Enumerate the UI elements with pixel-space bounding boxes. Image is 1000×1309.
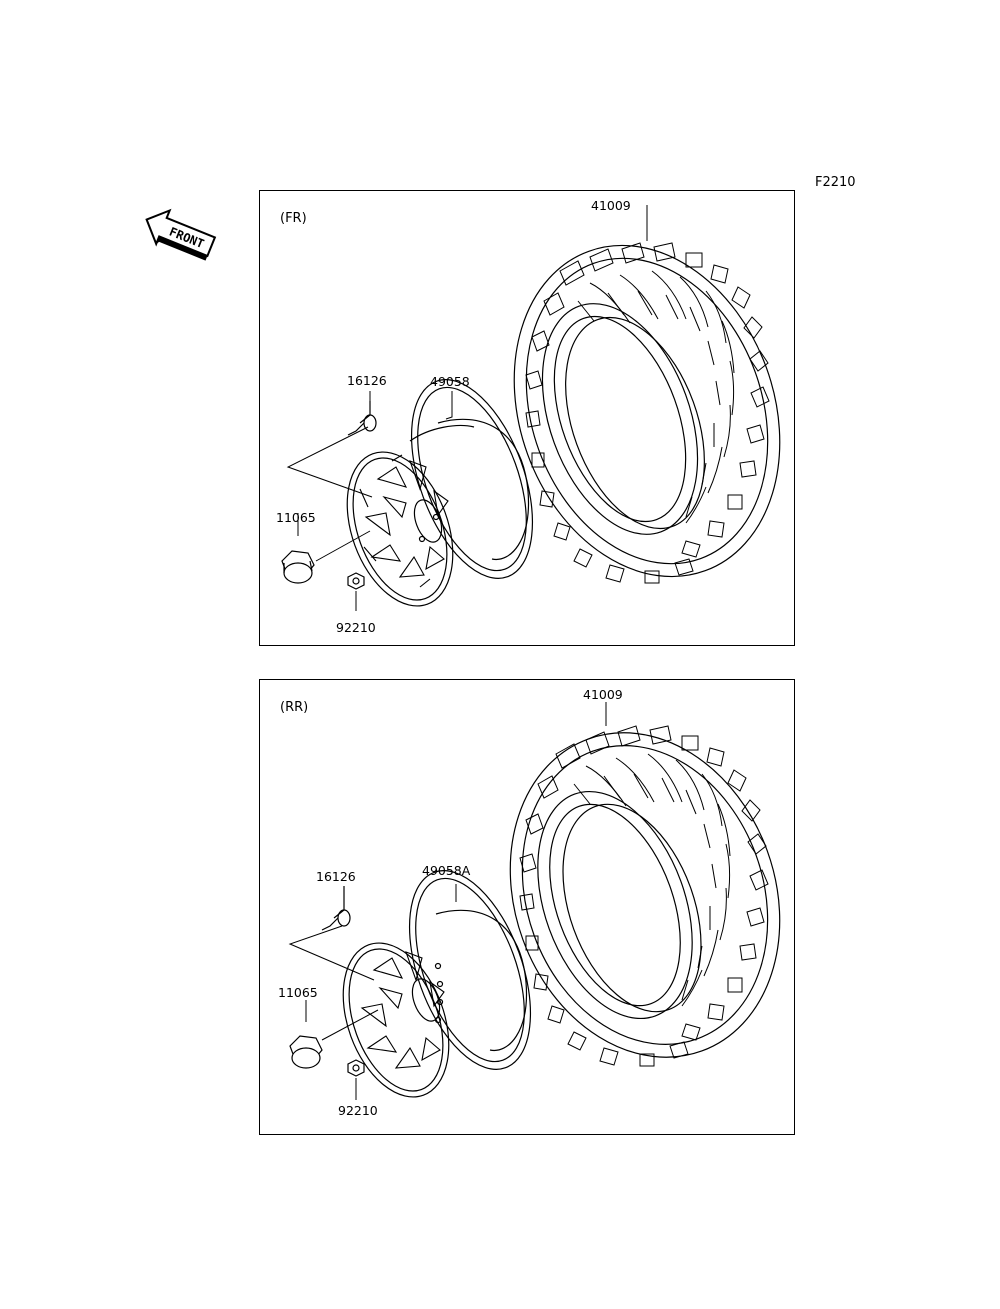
rear-wheel-drawing (288, 702, 781, 1100)
cap-drawing (281, 550, 315, 584)
part-label-nut: 92210 (338, 1103, 378, 1118)
part-label-cap: 11065 (276, 510, 316, 525)
front-wheel-drawing (281, 205, 781, 611)
front-arrow-icon: FRONT (145, 208, 217, 261)
wheel-drawing (342, 870, 532, 1098)
panel-tag-rear: (RR) (280, 700, 309, 715)
part-label-cap: 11065 (278, 985, 318, 1000)
front-wheel-panel: (FR) (259, 190, 795, 646)
part-label-valve: 16126 (347, 373, 387, 388)
cap-drawing (289, 1035, 323, 1069)
valve-drawing (321, 886, 351, 931)
valve-drawing (347, 401, 377, 436)
rear-wheel-panel: (RR) (259, 679, 795, 1135)
part-label-valve: 16126 (316, 869, 356, 884)
part-label-tire: 41009 (583, 687, 623, 702)
part-label-wheel: 49058A (422, 863, 471, 878)
part-label-wheel: 49058 (430, 374, 470, 389)
part-label-nut: 92210 (336, 620, 376, 635)
page-code: F2210 (815, 175, 856, 190)
tire-drawing (509, 702, 781, 1067)
wheel-drawing (346, 379, 534, 607)
part-label-tire: 41009 (591, 198, 631, 213)
nut-drawing (347, 1059, 365, 1077)
panel-tag-front: (FR) (280, 211, 307, 226)
nut-drawing (347, 572, 365, 590)
tire-drawing (513, 205, 781, 584)
